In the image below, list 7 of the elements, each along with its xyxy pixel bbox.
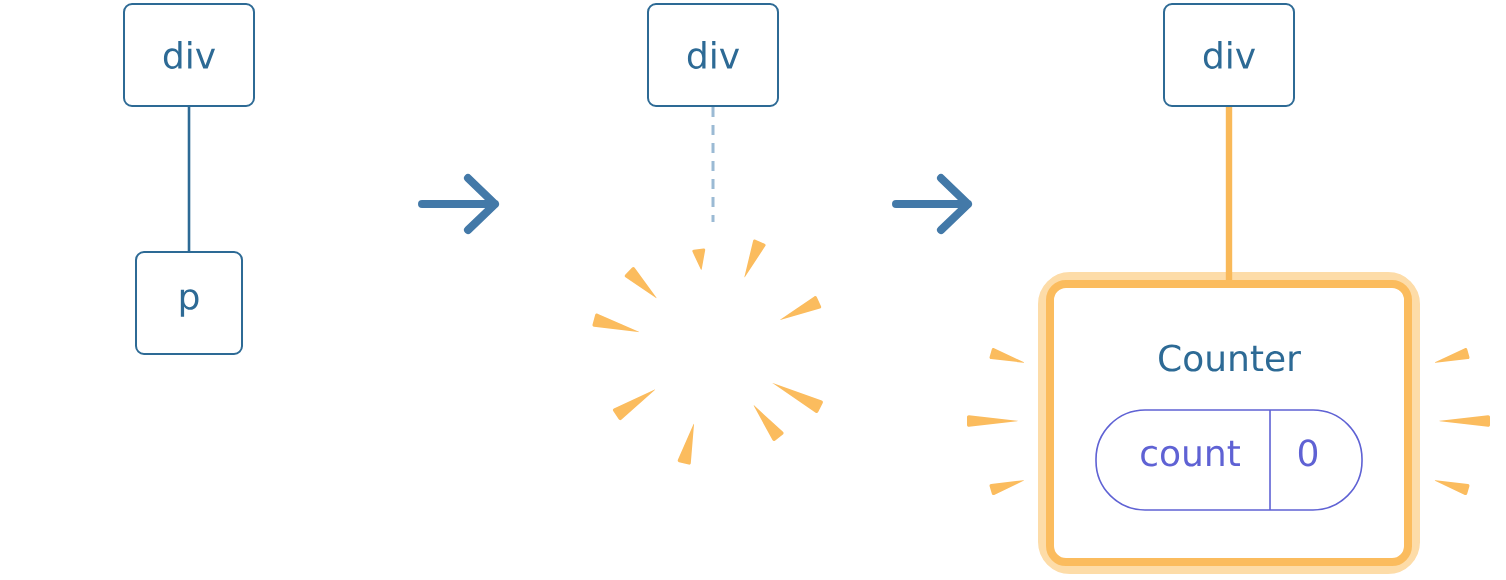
connector-line (187, 107, 191, 251)
tree-node-box: div (1163, 3, 1295, 107)
tree-node-box: p (135, 251, 243, 355)
tree-node-box: div (647, 3, 779, 107)
state-pill: count 0 (1095, 409, 1363, 511)
tree-node-box: div (123, 3, 255, 107)
connector-line (711, 107, 715, 222)
